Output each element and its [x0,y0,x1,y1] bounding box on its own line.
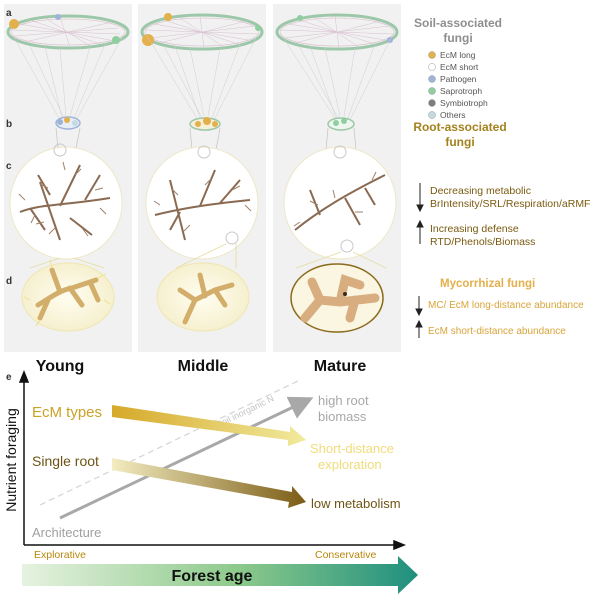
explorative-label: Explorative [34,549,86,561]
stage-mature: Mature [314,358,367,375]
legend-ecm-long: EcM long [440,50,476,60]
mycorrhiza-mature [290,263,384,333]
legend-pathogen: Pathogen [440,74,477,84]
low-metabolism-label: low metabolism [311,496,401,511]
trait-decreasing-title: Decreasing metabolic [430,185,531,197]
mycorrhizal-title: Mycorrhizal fungi [440,278,535,290]
stage-young: Young [36,358,85,375]
axes [18,369,407,551]
high-root-label-2: biomass [318,409,367,424]
mycorrhiza-middle [156,262,250,332]
root-fungi-mature [327,117,355,131]
legend-title-line2: fungi [443,31,472,45]
zoom-connectors-cd [29,243,387,269]
architecture-arrow [59,396,314,520]
soil-network-middle [140,13,264,51]
panel-label-e: e [6,372,12,383]
root-system-middle [145,145,259,260]
legend-swatch-others [428,111,436,119]
soil-network-mature [275,13,399,51]
root-fungi-title-line1: Root-associated [413,120,506,134]
root-fungi-middle [189,117,221,131]
forest-age-label: Forest age [172,568,253,585]
root-system-mature [283,145,397,260]
legend-swatch-saprotroph [428,87,436,95]
single-root-arrow [112,458,306,508]
legend-swatch-ecm-long [428,51,436,59]
stage-middle: Middle [178,358,229,375]
panel-label-b: b [6,119,12,130]
legend-ecm-short: EcM short [440,62,479,72]
legend-swatch-pathogen [428,75,436,83]
legend-symbiotroph: Symbiotroph [440,98,488,108]
ecm-types-arrow [112,405,306,446]
legend-items: EcM long EcM short Pathogen Saprotroph S… [428,50,488,120]
mycorrhizal-down: MC/ EcM long-distance abundance [428,300,584,311]
root-fungi-title-line2: fungi [445,135,474,149]
single-root-label: Single root [32,453,99,469]
forest-age-arrow [22,556,418,594]
root-fungi-young [55,116,81,130]
trait-increasing-title: Increasing defense [430,223,519,235]
zoom-connectors-bc [55,127,357,151]
network-to-root-links [11,33,394,121]
legend-swatch-ecm-short [428,63,436,71]
panel-label-d: d [6,276,12,287]
conservative-label: Conservative [315,549,376,561]
root-system-young [9,143,123,260]
soil-n-line [39,379,301,506]
trait-decreasing-detail: BrIntensity/SRL/Respiration/aRMF [430,198,590,210]
trait-increasing-detail: RTD/Phenols/Biomass [430,236,535,248]
legend-title-line1: Soil-associated [414,16,502,30]
mycorrhizal-up: EcM short-distance abundance [428,326,566,337]
panel-label-c: c [6,161,12,172]
legend-others: Others [440,110,466,120]
y-axis-label: Nutrient foraging [3,408,19,512]
short-distance-label-2: exploration [318,457,382,472]
architecture-label: Architecture [32,525,101,540]
ecm-types-label: EcM types [32,404,102,421]
mycorrhiza-young [21,259,115,332]
soil-network-young [6,14,130,50]
short-distance-label-1: Short-distance [310,441,394,456]
legend-swatch-symbiotroph [428,99,436,107]
trait-arrows [415,183,424,338]
panel-label-a: a [6,8,12,19]
high-root-label-1: high root [318,393,369,408]
legend-saprotroph: Saprotroph [440,86,482,96]
